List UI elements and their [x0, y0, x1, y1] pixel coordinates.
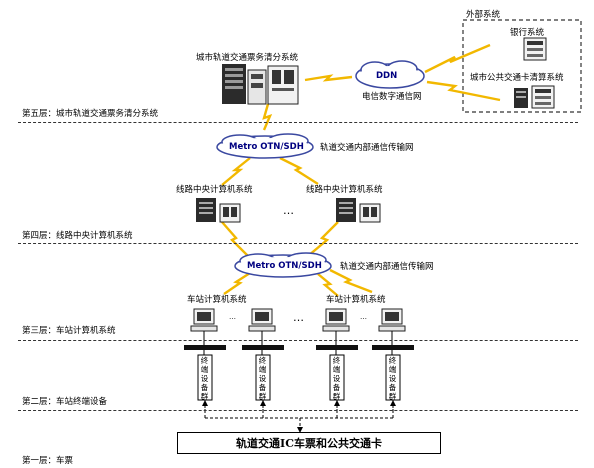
- ddn-cloud: [355, 60, 425, 89]
- ic-card-label: 轨道交通IC车票和公共交通卡: [236, 437, 382, 450]
- line-center-label-1: 线路中央计算机系统: [176, 185, 253, 195]
- external-system-box: [462, 19, 582, 113]
- otn-lower-label: Metro OTN/SDH: [247, 261, 322, 271]
- lightning-links: [221, 43, 501, 297]
- ddn-caption: 电信数字通信网: [362, 92, 422, 102]
- line-center-ellipsis: …: [283, 204, 294, 217]
- public-card-system-label: 城市公共交通卡清算系统: [470, 73, 564, 83]
- link-ddn-bank: [424, 43, 491, 74]
- link-server-ddn: [304, 74, 353, 82]
- link-server-otn: [262, 103, 273, 131]
- ddn-label: DDN: [376, 71, 398, 81]
- hubs: [184, 345, 414, 350]
- hub-1: [184, 345, 226, 350]
- station-ellipsis: …: [293, 311, 304, 324]
- line-center-label-2: 线路中央计算机系统: [306, 185, 383, 195]
- layer-5-label: 第五层：城市轨道交通票务清分系统: [22, 109, 159, 119]
- otn-upper-label: Metro OTN/SDH: [229, 142, 304, 152]
- hub-3: [316, 345, 358, 350]
- station-pc-icon-2: [248, 308, 276, 332]
- hub-4: [372, 345, 414, 350]
- layer-4-label: 第四层：线路中央计算机系统: [22, 231, 133, 241]
- station-pc-icon-1: [190, 308, 218, 332]
- clearing-system-label: 城市轨道交通票务清分系统: [196, 53, 299, 63]
- station-small-ellipsis-2: …: [360, 313, 367, 321]
- otn-lower-caption: 轨道交通内部通信传输网: [340, 262, 434, 272]
- bank-system-label: 银行系统: [510, 28, 545, 38]
- terminal-group-label-4: 终端设备群: [388, 356, 397, 401]
- layer-divider-3: [18, 340, 578, 341]
- link-otn-st2: [329, 268, 373, 294]
- terminal-group-label-2: 终端设备群: [258, 356, 267, 401]
- external-system-title: 外部系统: [466, 10, 501, 20]
- layer-1-label: 第一层：车票: [22, 456, 74, 466]
- pc-connectors: [203, 331, 393, 345]
- hub-terminal-connectors: [203, 350, 393, 355]
- card-connectors: [202, 400, 396, 433]
- otn-upper-caption: 轨道交通内部通信传输网: [320, 143, 414, 153]
- link-otn-lc1: [221, 157, 251, 186]
- layer-divider-5: [18, 122, 578, 123]
- hub-2: [242, 345, 284, 350]
- otn-lower-cloud: [234, 252, 332, 278]
- link-lc2-otn: [307, 221, 339, 257]
- station-label-2: 车站计算机系统: [326, 295, 386, 305]
- link-otn-st3: [317, 273, 339, 297]
- station-pc-icon-3: [322, 308, 350, 332]
- layer-2-label: 第二层：车站终端设备: [22, 397, 108, 407]
- line-center-computer-icon-1: [196, 198, 241, 223]
- layer-3-label: 第三层：车站计算机系统: [22, 326, 116, 336]
- ic-card-box: 轨道交通IC车票和公共交通卡: [177, 432, 441, 454]
- terminal-boxes: [197, 354, 401, 401]
- clearing-server-icon: [222, 64, 299, 105]
- link-otn-lc2: [279, 156, 319, 186]
- link-lc1-otn: [221, 221, 249, 257]
- line-center-computer-icon-2: [336, 198, 381, 223]
- otn-upper-cloud: [216, 133, 314, 159]
- station-small-ellipsis-1: …: [229, 313, 236, 321]
- link-otn-st1: [223, 271, 251, 295]
- station-label-1: 车站计算机系统: [187, 295, 247, 305]
- station-pc-icon-4: [378, 308, 406, 332]
- layer-divider-2: [18, 410, 578, 411]
- bank-server-icon: [523, 37, 547, 61]
- layer-divider-4: [18, 243, 578, 244]
- public-card-server-icon: [514, 85, 555, 109]
- terminal-group-label-1: 终端设备群: [200, 356, 209, 401]
- link-ddn-card: [426, 80, 501, 102]
- terminal-group-label-3: 终端设备群: [332, 356, 341, 401]
